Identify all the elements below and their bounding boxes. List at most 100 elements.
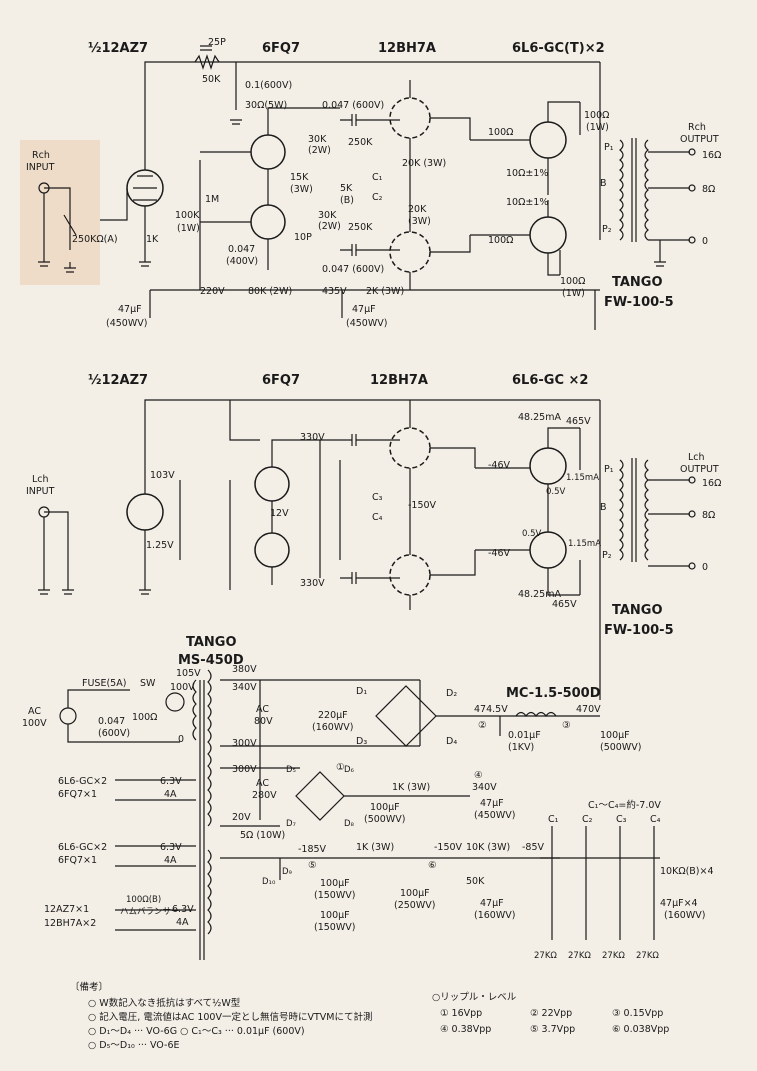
part-label: (450WV)	[474, 810, 515, 821]
node-marker: ①	[336, 762, 345, 773]
part-label: 20K (3W)	[402, 158, 446, 169]
pt-secondary-bias	[207, 849, 212, 935]
tube-12bh7a-r-top	[389, 97, 431, 139]
part-label: (400V)	[226, 256, 258, 267]
part-label: 10KΩ(B)×4	[660, 866, 714, 877]
heater-label: 12BH7A×2	[44, 918, 96, 929]
ac-input-label: AC	[28, 706, 41, 717]
node-voltage: 20V	[232, 812, 251, 823]
opt-label: TANGO	[612, 275, 663, 290]
part-label: 20K	[408, 204, 427, 215]
node-voltage: 300V	[232, 764, 257, 775]
part-label: (450WV)	[346, 318, 387, 329]
node-voltage: 300V	[232, 738, 257, 749]
node-voltage: -46V	[488, 460, 511, 471]
notes: 〔備考〕 ○ W数記入なき抵抗はすべて½W型 ○ 記入電圧, 電流値はAC 10…	[70, 981, 669, 1051]
tube-6fq7-r-top	[250, 134, 286, 170]
rch-stage: ½12AZ7 6FQ7 12BH7A 6L6-GC(T)×2 Rch INPUT…	[20, 37, 721, 310]
diode-label: D₃	[356, 736, 367, 747]
tap-label: 16Ω	[702, 478, 721, 489]
lch-output-label: OUTPUT	[680, 464, 719, 475]
part-label: (3W)	[290, 184, 313, 195]
part-label: 100Ω	[560, 276, 585, 287]
node-voltage: 0.5V	[546, 487, 566, 497]
rch-input-label: INPUT	[26, 162, 55, 173]
part-label: 80K (2W)	[248, 286, 292, 297]
part-label: 0.1(600V)	[245, 80, 292, 91]
node-voltage: 100V	[170, 682, 195, 693]
heater-label: 6L6-GC×2	[58, 842, 107, 853]
part-label: 47μF	[352, 304, 376, 315]
part-label: 5Ω (10W)	[240, 830, 285, 841]
node-voltage: 0.5V	[522, 529, 542, 539]
part-label: C₄	[372, 512, 383, 523]
bias-label: C₁	[548, 814, 559, 825]
part-label: (150WV)	[314, 922, 355, 933]
tube-12az7-l	[126, 493, 164, 531]
part-label: C₂	[372, 192, 383, 203]
part-label: 30K	[318, 210, 337, 221]
part-label: 30K	[308, 134, 327, 145]
node-voltage: 0	[178, 734, 184, 745]
part-label: (B)	[340, 195, 354, 206]
notes-line: ○ D₅～D₁₀ ··· VO-6E	[88, 1040, 180, 1051]
tap-label: 8Ω	[702, 184, 715, 195]
node-voltage: 330V	[300, 578, 325, 589]
part-label: 250K	[348, 222, 373, 233]
part-label: 100μF	[400, 888, 430, 899]
lch-terminal-8	[688, 510, 696, 518]
node-voltage: 465V	[566, 416, 591, 427]
part-label: 50K	[202, 74, 221, 85]
node-marker: ④	[474, 770, 483, 781]
part-label: 0.047 (600V)	[322, 264, 384, 275]
part-label: ハムバランサー	[120, 907, 180, 917]
ripple-value: ① 16Vpp	[440, 1008, 482, 1019]
lch-input-label: Lch	[32, 474, 49, 485]
choke-label: MC-1.5-500D	[506, 686, 601, 701]
node-voltage: 103V	[150, 470, 175, 481]
opt-label: FW-100-5	[604, 295, 674, 310]
rch-terminal-16	[688, 148, 696, 156]
rch-terminal-8	[688, 184, 696, 192]
part-label: 47μF×4	[660, 898, 698, 909]
heater-voltage: 6.3V	[160, 776, 182, 787]
part-label: P₂	[602, 550, 612, 561]
ac-label: AC	[256, 704, 269, 715]
part-label: 100μF	[320, 878, 350, 889]
node-marker: ③	[562, 720, 571, 731]
part-label: 30Ω(5W)	[245, 100, 287, 111]
ac-label: 280V	[252, 790, 277, 801]
part-label: 25P	[208, 37, 226, 48]
part-label: 100μF	[370, 802, 400, 813]
part-label: 100Ω(B)	[126, 895, 161, 905]
part-label: 0.01μF	[508, 730, 541, 741]
part-label: (3W)	[408, 216, 431, 227]
node-marker: ⑤	[308, 860, 317, 871]
current-label: 48.25mA	[518, 412, 561, 423]
part-label: 47μF	[480, 798, 504, 809]
part-label: 10Ω±1%	[506, 168, 548, 179]
tap-label: 16Ω	[702, 150, 721, 161]
node-marker: ⑥	[428, 860, 437, 871]
heater-label: 6FQ7×1	[58, 855, 97, 866]
pt-label: MS-450D	[178, 653, 244, 668]
part-label: 10P	[294, 232, 312, 243]
part-label: (2W)	[318, 221, 341, 232]
part-label: 1M	[205, 194, 219, 205]
lch-stage: ½12AZ7 6FQ7 12BH7A 6L6-GC ×2 Lch INPUT 1…	[26, 373, 721, 700]
part-label: P₁	[604, 142, 614, 153]
heater-label: 12AZ7×1	[44, 904, 89, 915]
heater-label: 6L6-GC×2	[58, 776, 107, 787]
part-label: 5K	[340, 183, 353, 194]
current-label: 1.15mA	[568, 539, 601, 549]
tube-12bh7a-l-bottom	[389, 554, 431, 596]
diode-label: D₁	[356, 686, 367, 697]
rch-terminal-0	[688, 236, 696, 244]
pilot-lamp	[165, 692, 185, 712]
part-label: 50K	[466, 876, 485, 887]
node-voltage: 105V	[176, 668, 201, 679]
part-label: 220μF	[318, 710, 348, 721]
part-label: 100Ω	[488, 235, 513, 246]
tube-label: 6L6-GC ×2	[512, 373, 588, 388]
pt-primary	[192, 679, 197, 741]
